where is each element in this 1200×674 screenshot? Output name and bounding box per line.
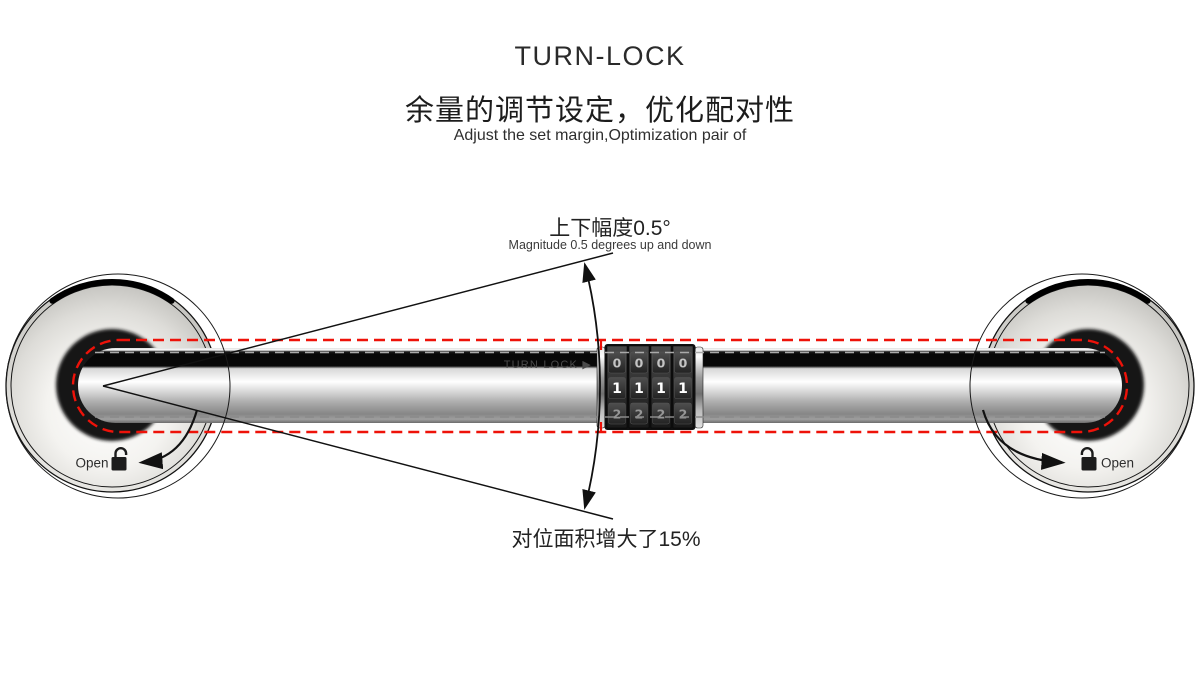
area-annotation-zh: 对位面积增大了15%	[511, 528, 701, 551]
svg-text:0: 0	[613, 356, 622, 371]
angle-line-lower	[102, 385, 614, 520]
angle-annotation-zh: 上下幅度0.5°	[549, 217, 671, 240]
left-open-callout: Open	[75, 409, 199, 471]
svg-text:1: 1	[634, 381, 644, 397]
svg-text:2: 2	[657, 407, 666, 422]
left-cap-outer-rim	[5, 273, 231, 499]
dial-right-collar	[694, 346, 704, 429]
right-cap-top-shadow-arc	[1025, 279, 1151, 304]
dial-wheel[interactable]: 0 1 2	[672, 345, 694, 429]
svg-text:2: 2	[679, 407, 688, 422]
svg-text:1: 1	[612, 381, 622, 397]
angle-arc-arrow	[582, 262, 601, 510]
right-cap-outer-rim	[969, 273, 1195, 499]
subtitle-zh: 余量的调节设定，优化配对性	[404, 95, 795, 127]
dial-wheel[interactable]: 0 1 2	[606, 345, 628, 429]
red-dashed-contour	[71, 338, 1129, 434]
svg-text:1: 1	[678, 381, 688, 397]
svg-text:0: 0	[657, 356, 666, 371]
left-cap-top-shadow-arc	[49, 279, 175, 304]
right-open-callout: Open	[981, 409, 1134, 471]
svg-text:2: 2	[613, 407, 622, 422]
dial-wheel[interactable]: 0 1 2	[628, 345, 650, 429]
open-padlock-icon	[1080, 447, 1097, 471]
left-open-label: Open	[75, 456, 108, 471]
angle-line-upper	[102, 252, 614, 387]
svg-text:0: 0	[635, 356, 644, 371]
rod-print-label: TURN LOCK ▶	[504, 359, 592, 371]
subtitle-en: Adjust the set margin,Optimization pair …	[453, 127, 747, 144]
rotate-cw-arrow-icon	[981, 409, 1066, 470]
right-open-label: Open	[1101, 456, 1134, 471]
tolerance-outlines	[71, 338, 1129, 434]
svg-text:0: 0	[679, 356, 688, 371]
angle-callout	[102, 252, 614, 520]
rotate-ccw-arrow-icon	[138, 409, 199, 470]
angle-annotation-en: Magnitude 0.5 degrees up and down	[508, 238, 712, 252]
svg-text:2: 2	[635, 407, 644, 422]
page-title: TURN-LOCK	[514, 41, 686, 71]
dial-wheel[interactable]: 0 1 2	[650, 345, 672, 429]
svg-text:1: 1	[656, 381, 666, 397]
combination-dials[interactable]: 0 1 2 0 1 2 0 1 2	[596, 344, 704, 430]
open-padlock-icon	[111, 447, 128, 471]
